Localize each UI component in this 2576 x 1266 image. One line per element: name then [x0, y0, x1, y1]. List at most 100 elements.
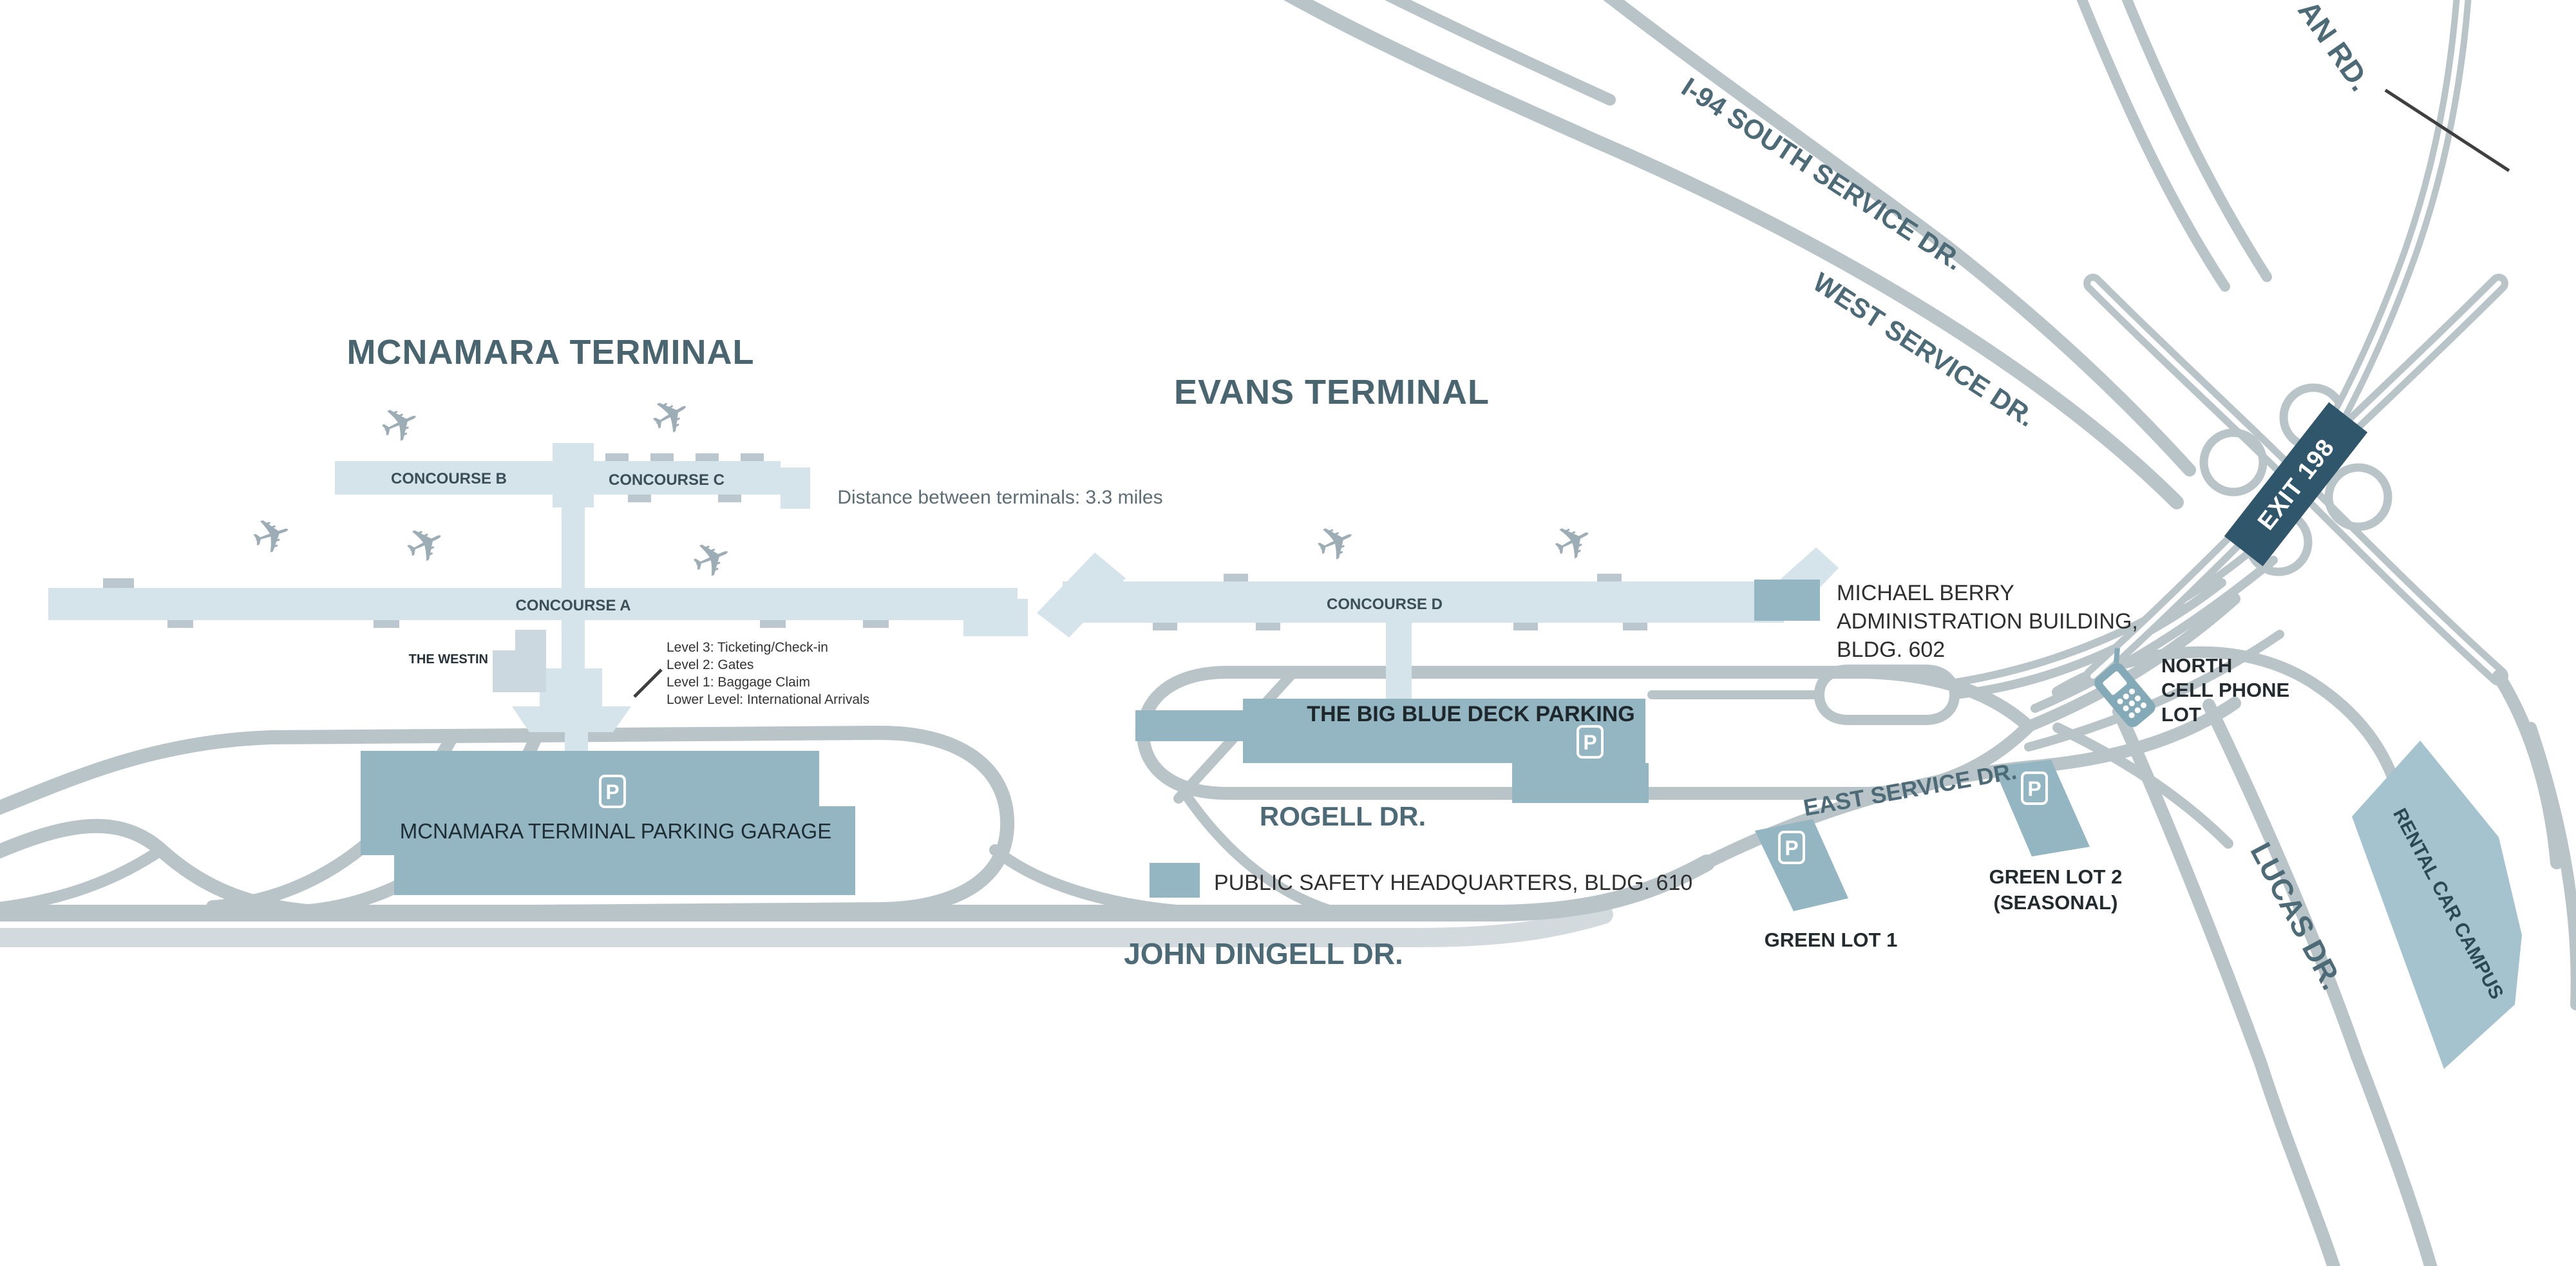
lower-level-label: Lower Level: International Arrivals: [667, 692, 869, 707]
mcnamara-gate-notch: [741, 453, 764, 461]
cell-lot-label-line1: NORTH: [2161, 654, 2232, 677]
mcnamara-gate-notch: [863, 620, 889, 628]
parking-p-icon-green-lot-1: P: [1778, 831, 1805, 864]
p-icon-box: [1778, 831, 1805, 864]
mcnamara-connector-north: [562, 507, 585, 588]
road-access-1: [2023, 593, 2240, 732]
concourse-a-label: CONCOURSE A: [515, 597, 630, 614]
mcnamara-gate-notch: [605, 453, 629, 461]
levels-pointer-line: [633, 668, 663, 698]
p-icon-box: [2021, 771, 2048, 805]
green-lot-2-label-line2: (SEASONAL): [1994, 891, 2118, 914]
parking-p-icon-big-blue-deck: P: [1577, 725, 1604, 759]
evans-gate-notch: [1153, 623, 1177, 630]
mcnamara-terminal-base: [512, 706, 631, 732]
airplane-icon: ✈: [245, 504, 299, 567]
green-lot-1-label: GREEN LOT 1: [1765, 929, 1898, 951]
level-3-label: Level 3: Ticketing/Check-in: [667, 640, 828, 655]
road-access-5: [1951, 550, 2251, 686]
evans-concourse-d-building: [1063, 581, 1784, 623]
michael-berry-label-line1: MICHAEL BERRY: [1837, 581, 2014, 605]
evans-west-block: [963, 599, 1028, 636]
road-west-service: [1603, 0, 2196, 477]
evans-gate-notch: [1256, 623, 1280, 630]
road-i94-south-service: [1283, 0, 2184, 509]
an-rd-pointer-line: [2384, 88, 2510, 173]
mcnamara-gate-notch: [628, 495, 651, 502]
cell-phone-icon: [2094, 648, 2155, 728]
michael-berry-label-line3: BLDG. 602: [1837, 638, 1945, 662]
mcnamara-garage-label: MCNAMARA TERMINAL PARKING GARAGE: [400, 819, 832, 843]
road-cloverleaf-east: [2324, 463, 2392, 531]
rogell-dr-label: ROGELL DR.: [1260, 801, 1426, 831]
distance-note: Distance between terminals: 3.3 miles: [837, 487, 1162, 508]
mcnamara-gate-notch: [760, 620, 786, 628]
p-icon-box: [1577, 725, 1604, 759]
mcnamara-concourse-a-building: [48, 588, 1018, 620]
big-blue-deck-label: THE BIG BLUE DECK PARKING: [1307, 702, 1634, 726]
p-icon-letter: P: [605, 780, 619, 804]
lucas-dr-label: LUCAS DR.: [2244, 837, 2349, 996]
evans-gate-notch: [1597, 574, 1622, 581]
westin-label: THE WESTIN: [409, 652, 488, 666]
green-lot-2-area: [1993, 760, 2090, 856]
road-john-dingell-light-band: [0, 905, 1613, 947]
michael-berry-building-marker: [1754, 580, 1820, 621]
john-dingell-dr-label: JOHN DINGELL DR.: [1124, 937, 1403, 970]
mcnamara-gate-notch: [718, 495, 741, 502]
mcnamara-terminal-building: [540, 668, 602, 707]
evans-gate-notch: [1623, 623, 1647, 630]
terminal-shapes-layer: [48, 443, 1839, 753]
parking-p-icon-garage: P: [599, 775, 626, 808]
big-blue-deck-west-strip: [1135, 710, 1243, 741]
mcnamara-gate-notch: [167, 620, 193, 628]
mcnamara-concourse-b-building: [335, 461, 557, 495]
road-freeway-feeder-1: [2076, 0, 2230, 292]
public-safety-label: PUBLIC SAFETY HEADQUARTERS, BLDG. 610: [1214, 871, 1692, 895]
road-access-2: [2031, 556, 2278, 713]
road-an-rd-median: [2309, 0, 2465, 466]
p-icon-box: [599, 775, 626, 808]
cell-phone-keypad: [2117, 688, 2146, 719]
mcnamara-terminal-title: MCNAMARA TERMINAL: [347, 333, 755, 372]
airplane-icon: ✈: [396, 511, 455, 577]
mcnamara-gate-notch: [696, 453, 719, 461]
rental-car-campus-area: [2352, 741, 2522, 1069]
road-john-dingell: [0, 855, 1715, 921]
green-lot-2-label-line1: GREEN LOT 2: [1989, 865, 2123, 888]
an-rd-partial-label: AN RD.: [2291, 0, 2377, 97]
concourse-b-label: CONCOURSE B: [391, 470, 507, 487]
exit-198-sign-plate: [2224, 402, 2368, 567]
public-safety-building-marker: [1150, 863, 1200, 898]
p-icon-letter: P: [1583, 731, 1596, 754]
level-1-label: Level 1: Baggage Claim: [667, 675, 810, 690]
michael-berry-label-line2: ADMINISTRATION BUILDING,: [1837, 609, 2138, 634]
road-mcnamara-ramp-3: [0, 844, 167, 914]
road-rogell-loop: [1136, 666, 2038, 800]
cell-phone-screen: [2103, 671, 2127, 695]
east-service-dr-label: EAST SERVICE DR.: [1801, 757, 2018, 821]
road-i94-service-feeder: [1385, 0, 1616, 106]
p-icon-letter: P: [2027, 777, 2041, 800]
mcnamara-gate-notch: [374, 620, 399, 628]
concourse-c-label: CONCOURSE C: [609, 471, 724, 489]
level-2-label: Level 2: Gates: [667, 657, 753, 672]
parking-layer: [361, 580, 2522, 1069]
airplane-icon: ✈: [1307, 510, 1365, 575]
mcnamara-parking-garage-lower: [394, 806, 855, 895]
airplane-icon: ✈: [641, 383, 702, 449]
road-cloverleaf-west: [2199, 428, 2268, 496]
road-rental-east: [2525, 722, 2576, 1010]
road-lucas-west: [2112, 705, 2341, 1266]
parking-p-icon-green-lot-2: P: [2021, 771, 2048, 805]
mcnamara-gate-notch: [650, 453, 674, 461]
evans-terminal-title: EVANS TERMINAL: [1174, 373, 1490, 411]
road-mcnamara-loop: [0, 725, 1015, 921]
big-blue-deck-southeast: [1512, 763, 1649, 803]
mcnamara-garage-bridge: [565, 732, 588, 753]
mcnamara-connector-south: [562, 620, 585, 672]
evans-connector: [1386, 623, 1412, 700]
